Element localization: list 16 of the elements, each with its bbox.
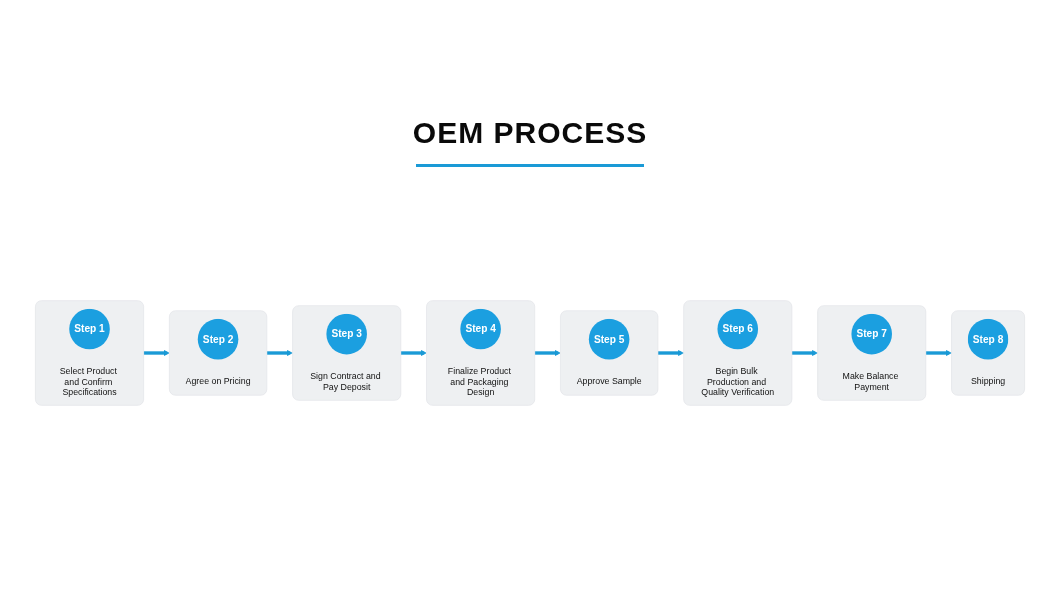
- arrow: [925, 350, 952, 356]
- node-box: Step 2 Agree on Pricing: [169, 310, 268, 396]
- arrow: [791, 350, 818, 356]
- arrow: [400, 350, 427, 356]
- node-box: Step 6 Begin Bulk Production and Quality Verification: [683, 300, 793, 406]
- arrow: [534, 350, 561, 356]
- arrow: [143, 350, 170, 356]
- node-box: Step 7 Make Balance Payment: [817, 305, 927, 401]
- arrow: [657, 350, 684, 356]
- arrow: [266, 350, 293, 356]
- title: OEM PROCESS: [412, 116, 648, 150]
- node-box: Step 1 Select Product and Confirm Specifications: [35, 300, 144, 406]
- node-box: Step 4 Finalize Product and Packaging Design: [426, 300, 536, 406]
- node-box: Step 8 Shipping: [951, 310, 1025, 396]
- node-box: Step 5 Approve Sample: [560, 310, 659, 396]
- node-box: Step 3 Sign Contract and Pay Deposit: [292, 305, 402, 401]
